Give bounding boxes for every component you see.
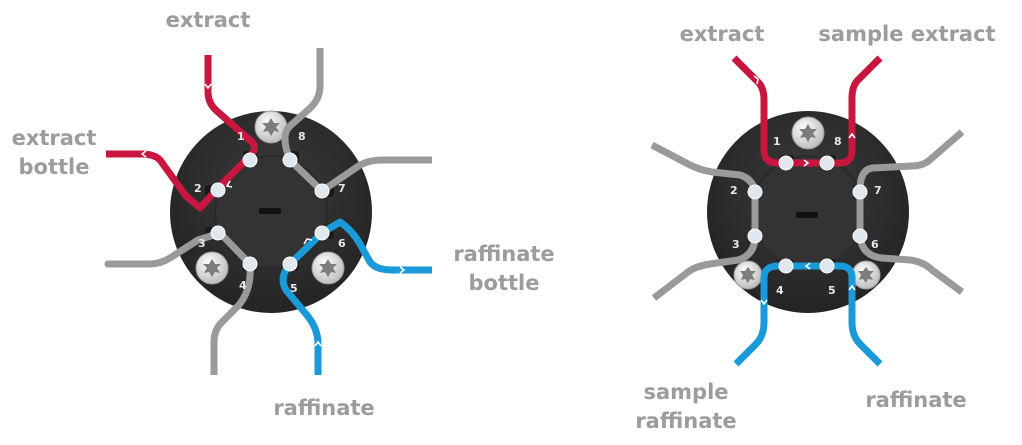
port-number: 3 — [732, 238, 740, 251]
torx-screw-icon — [733, 260, 763, 290]
label-raffinate-bottle: raffinate bottle — [444, 240, 564, 298]
gray-tube — [651, 235, 759, 301]
port-dot-icon — [778, 155, 794, 171]
port-dot-icon — [242, 152, 258, 168]
right-valve-slot — [796, 212, 818, 218]
label-sample-raffinate: sample raffinate — [626, 378, 746, 436]
chevron-arrow-icon — [848, 284, 856, 291]
gray-tube — [856, 235, 965, 295]
chevron-arrow-icon — [760, 299, 768, 306]
torx-screw-icon — [851, 260, 881, 290]
label-extract-bottle: extract bottle — [4, 124, 104, 182]
label-extract-left: extract — [165, 8, 251, 32]
port-number: 5 — [828, 284, 836, 297]
port-dot-icon — [242, 256, 258, 272]
extract-tube — [106, 150, 253, 212]
port-dot-icon — [852, 184, 868, 200]
port-dot-icon — [210, 182, 226, 198]
gray-tube — [104, 229, 254, 268]
gray-tube — [281, 48, 325, 194]
label-raffinate-bottle-line1: raffinate — [453, 242, 555, 266]
label-extract-bottle-line2: bottle — [18, 155, 90, 179]
torx-screw-icon — [195, 251, 229, 285]
label-sample-raffinate-line2: raffinate — [635, 409, 737, 433]
port-dot-icon — [210, 225, 226, 241]
port-number: 3 — [198, 237, 206, 250]
torx-screw-icon — [311, 251, 345, 285]
torx-screw-icon — [791, 116, 825, 150]
port-dot-icon — [819, 258, 835, 274]
port-number: 1 — [773, 135, 781, 148]
port-dot-icon — [282, 152, 298, 168]
port-number: 5 — [290, 282, 298, 295]
label-sample-extract: sample extract — [818, 22, 996, 46]
port-dot-icon — [314, 183, 330, 199]
port-dot-icon — [778, 258, 794, 274]
port-number: 2 — [194, 182, 202, 195]
port-dot-icon — [819, 155, 835, 171]
port-dot-icon — [747, 184, 763, 200]
port-dot-icon — [282, 256, 298, 272]
label-raffinate-left: raffinate — [273, 396, 375, 420]
port-number: 4 — [239, 279, 247, 292]
chevron-arrow-icon — [140, 150, 147, 158]
port-number: 8 — [834, 135, 842, 148]
port-dot-icon — [852, 228, 868, 244]
label-raffinate-bottle-line2: bottle — [468, 271, 540, 295]
port-number: 1 — [237, 130, 245, 143]
port-number: 7 — [874, 184, 882, 197]
port-dot-icon — [314, 225, 330, 241]
right-valve: 1 8 2 7 3 6 4 5 — [650, 55, 965, 367]
chevron-arrow-icon — [314, 340, 322, 347]
raffinate-tube — [733, 262, 883, 367]
port-dot-icon — [747, 228, 763, 244]
label-raffinate-right: raffinate — [865, 388, 967, 412]
port-number: 4 — [776, 284, 784, 297]
port-number: 2 — [730, 184, 738, 197]
left-valve-slot — [259, 208, 281, 214]
left-valve: 1 8 2 7 3 6 4 5 — [104, 48, 432, 375]
extract-tube — [204, 55, 259, 159]
label-extract-right: extract — [679, 22, 765, 46]
chevron-arrow-icon — [204, 83, 212, 90]
chevron-arrow-icon — [399, 266, 406, 274]
port-number: 6 — [338, 237, 346, 250]
port-number: 7 — [338, 182, 346, 195]
chevron-arrow-icon — [753, 75, 759, 85]
port-number: 6 — [871, 238, 879, 251]
label-sample-raffinate-line1: sample — [643, 380, 729, 404]
chevron-arrow-icon — [848, 132, 856, 139]
port-number: 8 — [298, 130, 306, 143]
chevron-arrow-icon — [225, 180, 233, 188]
label-extract-bottle-line1: extract — [11, 126, 97, 150]
raffinate-tube — [320, 218, 432, 274]
chevron-arrow-icon — [804, 262, 811, 270]
gray-tube — [210, 263, 254, 375]
chevron-arrow-icon — [303, 238, 313, 245]
gray-tube — [320, 156, 432, 194]
chevron-arrow-icon — [803, 159, 810, 167]
gray-tube — [856, 129, 965, 236]
